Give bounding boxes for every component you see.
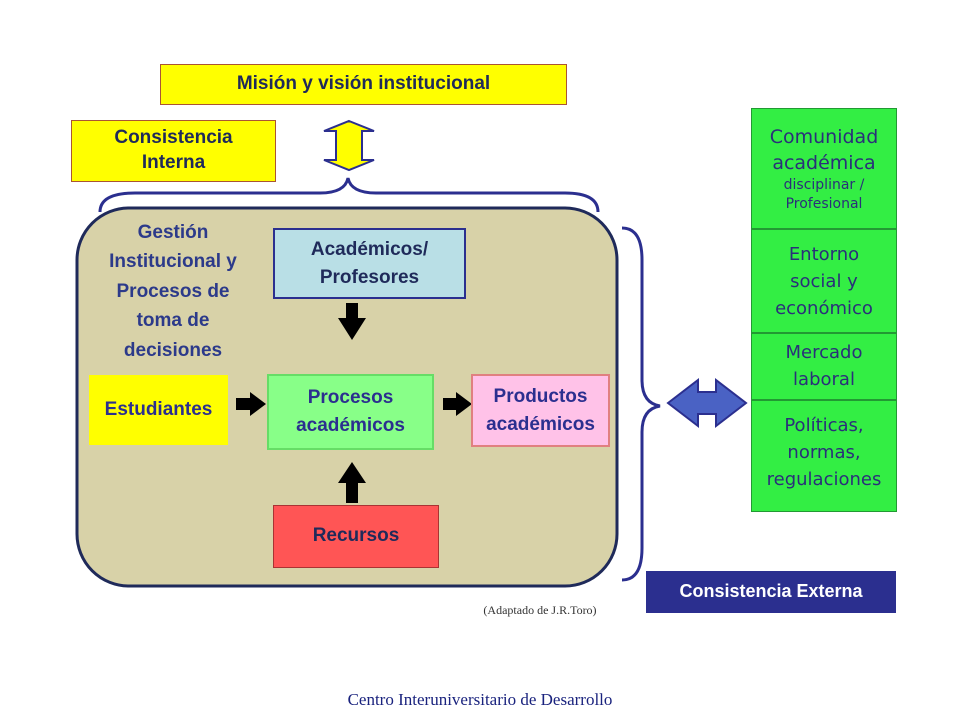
credit-note: (Adaptado de J.R.Toro) (483, 603, 597, 617)
academicos-line1: Académicos/ (310, 238, 429, 260)
arrow-estudiantes-to-procesos (236, 392, 266, 416)
politicas-line1: Políticas, (784, 414, 864, 436)
arrow-procesos-to-productos (443, 392, 472, 416)
entorno-social-line3: económico (775, 297, 873, 319)
consistencia-externa-box: Consistencia Externa (646, 571, 896, 613)
comunidad-line4: Profesional (785, 196, 863, 213)
footer-text: Centro Interuniversitario de Desarrollo (347, 690, 613, 709)
gestion-line3: Procesos de (116, 280, 230, 302)
productos-line1: Productos (493, 385, 588, 407)
gestion-line4: toma de (136, 310, 210, 332)
productos-box: Productos académicos (471, 374, 610, 447)
comunidad-line1: Comunidad (769, 125, 879, 148)
gestion-label: Gestión Institucional y Procesos de toma… (88, 218, 258, 365)
mercado-laboral-box: Mercado laboral (751, 333, 897, 400)
arrow-recursos-to-procesos (338, 462, 366, 503)
consistencia-interna-line1: Consistencia (114, 127, 233, 149)
consistencia-interna-box: Consistencia Interna (71, 120, 276, 182)
consistencia-interna-line2: Interna (141, 152, 206, 173)
mercado-line1: Mercado (785, 342, 863, 364)
top-brace (98, 177, 600, 213)
entorno-social-box: Entorno social y económico (751, 229, 897, 333)
productos-line2: académicos (486, 413, 595, 435)
recursos-label: Recursos (312, 525, 400, 547)
arrow-academicos-to-procesos (338, 303, 366, 340)
comunidad-box: Comunidad académica disciplinar / Profes… (751, 108, 897, 229)
comunidad-line3: disciplinar / (783, 177, 865, 194)
procesos-line2: académicos (296, 415, 405, 436)
academicos-line2: Profesores (319, 266, 420, 288)
gestion-line1: Gestión (137, 222, 209, 243)
mision-vision-box: Misión y visión institucional (160, 64, 567, 105)
procesos-box: Procesos académicos (267, 374, 434, 450)
entorno-social-line2: social y (790, 270, 858, 292)
gestion-line5: decisiones (123, 339, 223, 361)
horizontal-double-arrow (666, 377, 748, 429)
gestion-line2: Institucional y (109, 251, 237, 273)
comunidad-line2: académica (772, 151, 876, 174)
consistencia-externa-label: Consistencia Externa (679, 581, 863, 602)
politicas-line2: normas, (787, 441, 861, 463)
entorno-social-line1: Entorno (788, 243, 860, 265)
recursos-box: Recursos (273, 505, 439, 568)
mision-vision-label: Misión y visión institucional (236, 73, 491, 95)
procesos-line1: Procesos (307, 387, 394, 409)
politicas-box: Políticas, normas, regulaciones (751, 400, 897, 512)
right-brace (621, 226, 661, 582)
estudiantes-box: Estudiantes (89, 375, 228, 445)
estudiantes-label: Estudiantes (104, 398, 213, 420)
mercado-line2: laboral (793, 368, 855, 390)
academicos-box: Académicos/ Profesores (273, 228, 466, 299)
vertical-double-arrow (323, 119, 375, 172)
politicas-line3: regulaciones (766, 468, 882, 490)
